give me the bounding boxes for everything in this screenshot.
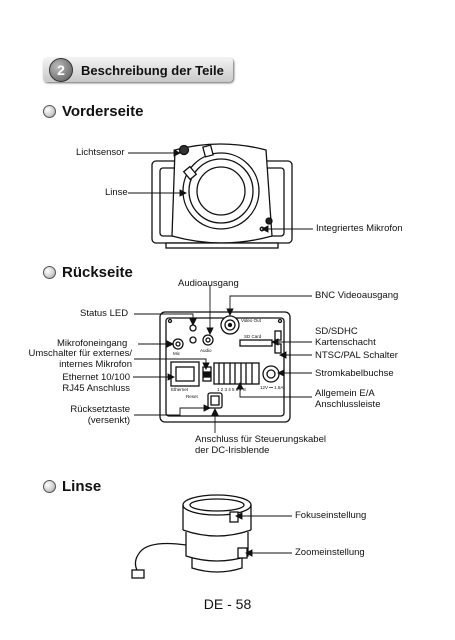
label-ethernet-2: RJ45 Anschluss	[62, 383, 130, 394]
label-io-2: Anschlussleiste	[315, 399, 381, 410]
device-video-out-text: Video Out	[241, 318, 262, 323]
front-heading: Vorderseite	[43, 103, 143, 120]
label-sd-2: Kartenschacht	[315, 337, 376, 348]
label-sd-1: SD/SDHC	[315, 326, 358, 337]
bullet-icon	[43, 266, 56, 279]
camera-front-drawing	[151, 143, 293, 249]
label-mic-switch-1: Umschalter für externes/	[28, 348, 132, 359]
label-mic-switch-2: internes Mikrofon	[59, 359, 132, 370]
lens-heading: Linse	[43, 478, 101, 495]
section-title: Beschreibung der Teile	[81, 62, 224, 78]
page-number: DE - 58	[203, 596, 252, 612]
label-zoom: Zoomeinstellung	[295, 547, 365, 558]
camera-rear-drawing	[159, 311, 291, 423]
rear-title: Rückseite	[62, 264, 133, 281]
device-audio-text: Audio	[200, 348, 212, 353]
label-mic-in: Mikrofoneingang	[57, 338, 128, 349]
bullet-icon	[43, 105, 56, 118]
label-lens: Linse	[105, 187, 128, 198]
label-dc-iris-2: der DC-Irisblende	[195, 445, 270, 456]
device-power-rating-text: 12V ⎓ 1.5A	[260, 385, 283, 390]
lens-title: Linse	[62, 478, 102, 495]
section-number: 2	[49, 58, 73, 82]
lens-drawing	[131, 494, 252, 579]
label-status-led: Status LED	[80, 308, 129, 319]
label-reset-1: Rücksetztaste	[70, 404, 130, 415]
front-title: Vorderseite	[62, 103, 144, 120]
device-reset-text: Reset	[186, 394, 199, 399]
rear-heading: Rückseite	[43, 264, 133, 281]
label-ntsc: NTSC/PAL Schalter	[315, 350, 398, 361]
bullet-icon	[43, 480, 56, 493]
label-bnc: BNC Videoausgang	[315, 290, 399, 301]
label-ethernet-1: Ethernet 10/100	[62, 372, 130, 383]
device-ethernet-text: Ethernet	[171, 387, 189, 392]
section-banner: 2 Beschreibung der Teile	[43, 58, 233, 82]
label-dc-iris-1: Anschluss für Steuerungskabel	[195, 434, 326, 445]
label-audio-out: Audioausgang	[178, 278, 239, 289]
label-focus: Fokuseinstellung	[295, 510, 367, 521]
label-integrated-mic: Integriertes Mikrofon	[316, 223, 403, 234]
device-pins-text: 1 2 3 4 5 6 7 8	[217, 387, 246, 392]
label-io-1: Allgemein E/A	[315, 388, 375, 399]
device-sd-card-text: SD Card	[244, 334, 262, 339]
label-light-sensor: Lichtsensor	[76, 147, 125, 158]
device-mic-text: Mic	[173, 351, 181, 356]
label-reset-2: (versenkt)	[87, 415, 130, 426]
label-power: Stromkabelbuchse	[315, 368, 394, 379]
